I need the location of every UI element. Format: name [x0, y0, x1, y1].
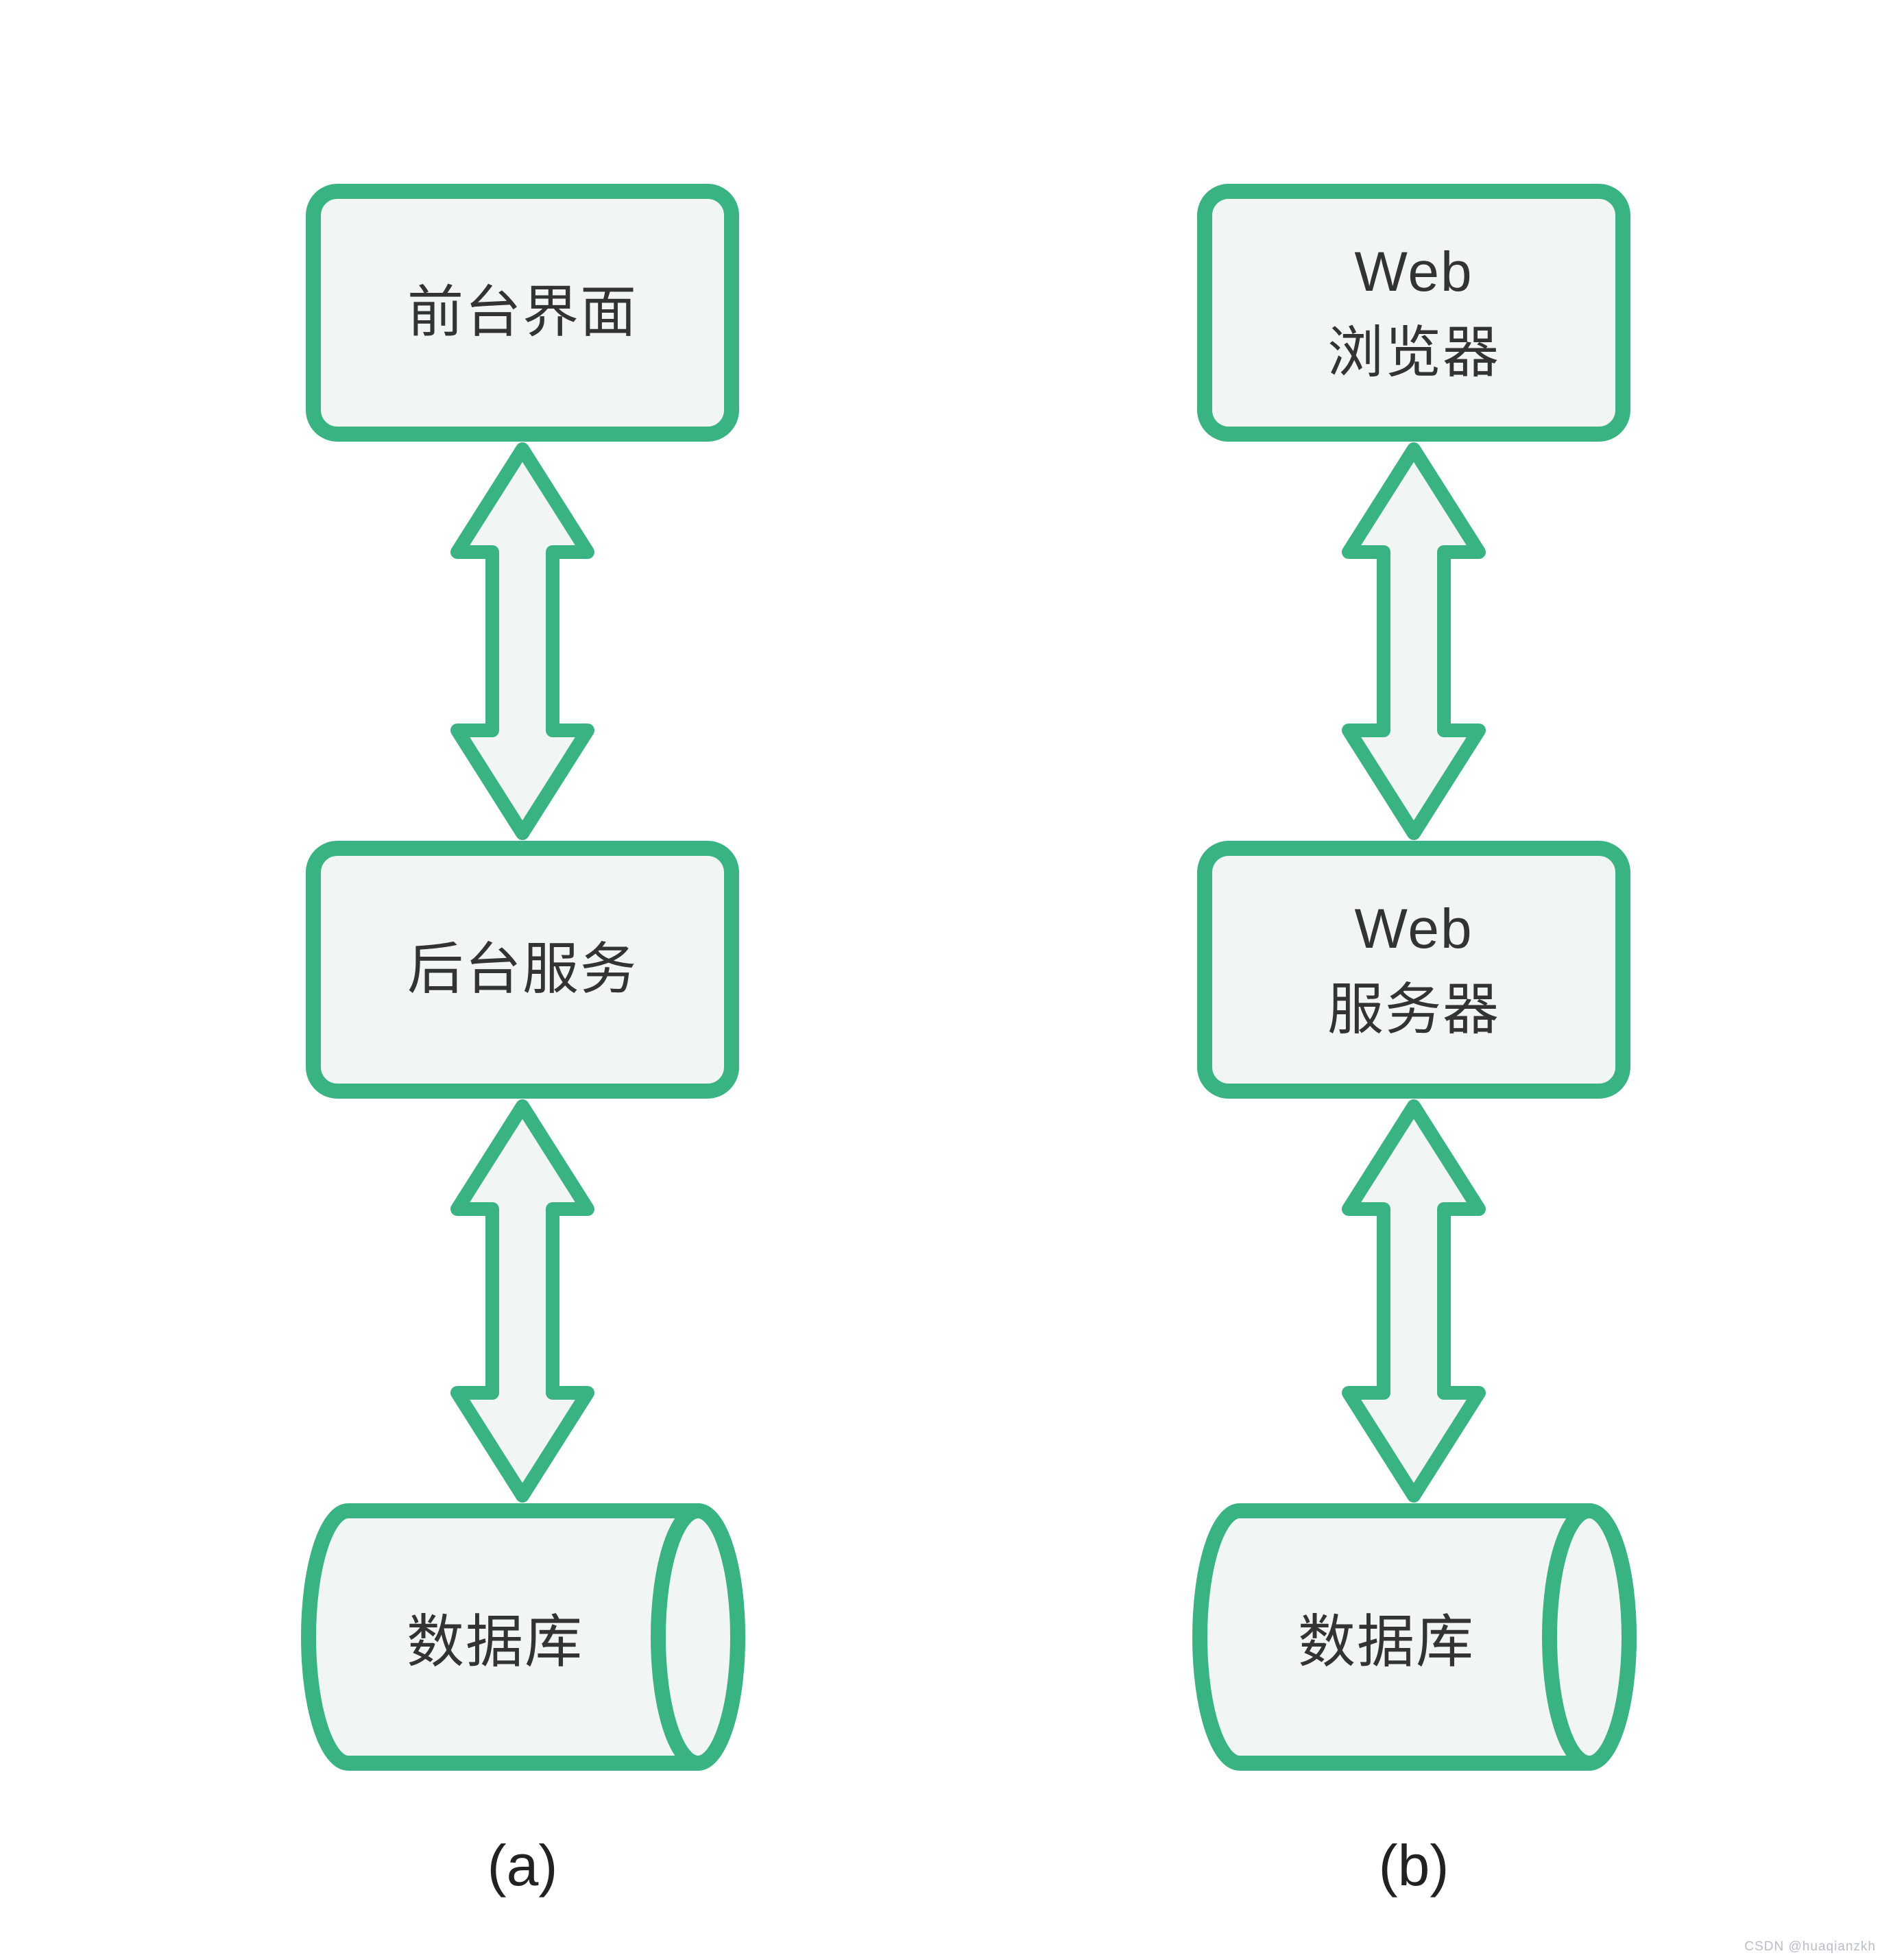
node-label-line: 浏览器 [1327, 322, 1500, 384]
node-label: 前台界面 [407, 281, 638, 344]
node-database-b: 数据库 [1191, 1503, 1637, 1771]
double-arrow-icon [450, 1099, 594, 1503]
node-label-line: Web [1354, 241, 1473, 303]
node-label: 数据库 [406, 1609, 583, 1674]
double-arrow-icon [450, 442, 594, 840]
node-frontend-ui: 前台界面 [306, 184, 739, 442]
node-label: 数据库 [1297, 1609, 1475, 1674]
double-arrow-icon [1342, 1099, 1486, 1503]
csdn-watermark: CSDN @huaqianzkh [1744, 1939, 1876, 1954]
database-cylinder-icon [301, 1503, 745, 1771]
caption-b: (b) [1378, 1833, 1449, 1898]
node-web-browser: Web 浏览器 [1197, 184, 1630, 442]
node-web-server: Web 服务器 [1197, 841, 1630, 1099]
database-cylinder-icon [1192, 1503, 1637, 1771]
node-database-a: 数据库 [300, 1503, 745, 1771]
node-label-line: Web [1354, 898, 1473, 960]
node-label-line: 服务器 [1327, 979, 1500, 1041]
node-backend-service: 后台服务 [306, 841, 739, 1099]
node-label: 后台服务 [407, 938, 638, 1001]
caption-a: (a) [487, 1833, 558, 1898]
double-arrow-icon [1342, 442, 1486, 840]
